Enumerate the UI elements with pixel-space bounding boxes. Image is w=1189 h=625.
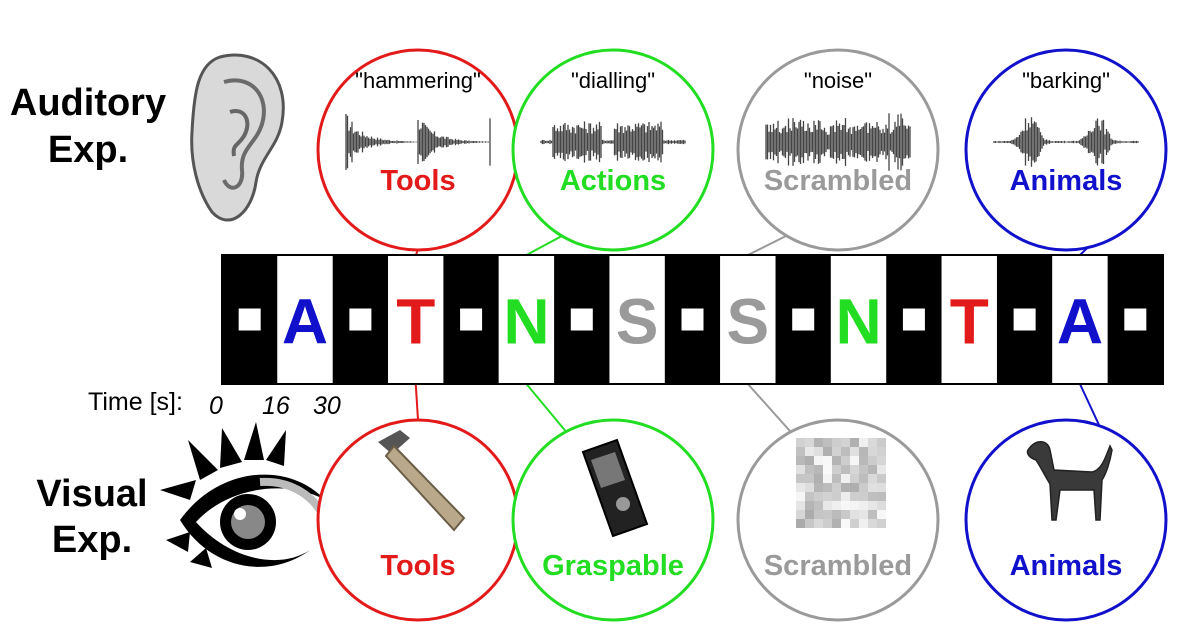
stimulus-block-scrambled: [720, 255, 776, 384]
block-letter-tools: T: [950, 286, 989, 358]
fixation-square: [349, 308, 372, 331]
stimulus-block-tools: [941, 255, 997, 384]
phone-icon: [581, 438, 649, 538]
time-axis-label: Time [s]:: [88, 388, 183, 416]
block-letter-scrambled: S: [616, 286, 659, 358]
auditory-quote-scrambled: "noise": [804, 68, 872, 93]
waveform-animals-icon: [993, 117, 1139, 167]
fixation-square: [238, 308, 261, 331]
block-letter-actions: N: [503, 286, 549, 358]
waveform-scrambled-icon: [765, 113, 911, 171]
auditory-quote-actions: "dialling": [571, 68, 655, 93]
auditory-circle-actions: [511, 48, 715, 252]
hammer-icon: [378, 430, 466, 532]
visual-circle-tools: [316, 418, 520, 622]
ear-icon: [190, 53, 285, 222]
fixation-square: [570, 308, 593, 331]
stimulus-block-animals: [277, 255, 333, 384]
connector-scrambled-visual: [747, 383, 799, 441]
visual-label-scrambled: Scrambled: [764, 550, 912, 582]
visual-title-line2: Exp.: [52, 519, 132, 561]
time-tick-0: 0: [209, 392, 223, 420]
auditory-label-animals: Animals: [1010, 165, 1123, 197]
visual-title-line1: Visual: [36, 473, 147, 515]
auditory-quote-tools: "hammering": [355, 68, 481, 93]
block-letter-scrambled: S: [727, 286, 770, 358]
stimulus-block-actions: [830, 255, 887, 384]
auditory-quote-animals: "barking": [1022, 68, 1110, 93]
stimulus-block-tools: [388, 255, 444, 384]
auditory-label-scrambled: Scrambled: [764, 165, 912, 197]
auditory-circle-animals: [964, 48, 1168, 252]
fixation-square: [460, 308, 483, 331]
visual-label-animals: Animals: [1010, 550, 1123, 582]
visual-label-tools: Tools: [380, 550, 455, 582]
timeline-border: [221, 254, 1164, 385]
time-tick-16: 16: [262, 392, 290, 420]
scrambled-noise-icon: [796, 438, 886, 528]
time-tick-30: 30: [313, 392, 341, 420]
dog-icon: [1026, 441, 1113, 521]
auditory-label-tools: Tools: [380, 165, 455, 197]
block-letter-tools: T: [396, 286, 435, 358]
connector-lines: [414, 229, 1107, 441]
block-letter-animals: A: [282, 286, 328, 358]
connector-tools-visual: [414, 383, 419, 421]
block-letter-actions: N: [835, 286, 881, 358]
auditory-label-actions: Actions: [560, 165, 666, 197]
fixation-square: [1013, 308, 1036, 331]
visual-label-actions: Graspable: [542, 550, 684, 582]
auditory-title-line2: Exp.: [48, 129, 128, 171]
auditory-title-line1: Auditory: [10, 82, 166, 124]
fixation-square: [792, 308, 815, 331]
block-letter-animals: A: [1057, 286, 1103, 358]
stimulus-block-animals: [1052, 255, 1108, 384]
visual-circles: Tools Graspable Scrambled Animals: [316, 418, 1168, 622]
visual-circle-animals: [964, 418, 1168, 622]
waveform-tools-icon: [345, 113, 491, 171]
fixation-square: [1124, 308, 1147, 331]
stimulus-block-scrambled: [609, 255, 665, 384]
fixation-square: [681, 308, 704, 331]
fixation-square: [902, 308, 925, 331]
auditory-circles: "hammering" Tools "dialling" Actions "noise"…: [316, 48, 1168, 252]
stimulus-block-actions: [498, 255, 555, 384]
eye-icon: [160, 422, 325, 568]
waveform-actions-icon: [540, 121, 686, 163]
